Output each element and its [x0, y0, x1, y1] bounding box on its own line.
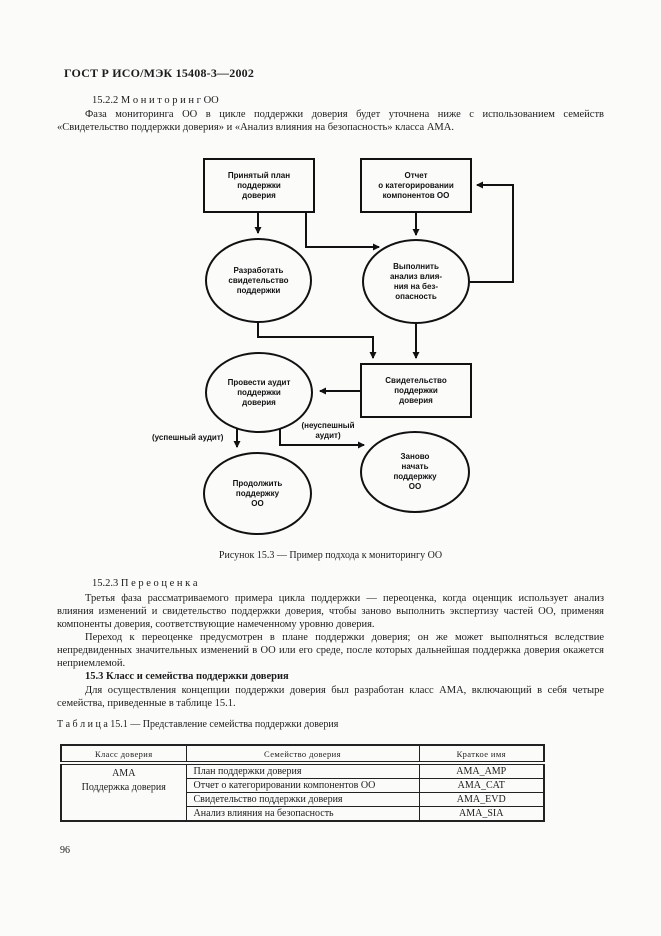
node-categorization-report-box: Отчет о категорировании компонентов ОО — [360, 158, 472, 213]
col-header-class: Класс доверия — [60, 744, 187, 765]
figure-caption: Рисунок 15.3 — Пример подхода к монитори… — [218, 550, 443, 561]
table-15-1: Класс доверия Семейство доверия Краткое … — [60, 744, 545, 822]
cell-short-name: AMA_EVD — [418, 792, 545, 807]
cell-family: План поддержки доверия — [185, 762, 420, 779]
cell-short-name: AMA_AMP — [418, 762, 545, 779]
section-15-3-heading: 15.3 Класс и семейства поддержки доверия — [85, 671, 289, 682]
table-15-1-caption: Т а б л и ц а 15.1 — Представление семей… — [57, 719, 339, 730]
edge-label-successful-audit: (успешный аудит) — [152, 433, 224, 442]
table-row: Свидетельство поддержки доверия AMA_EVD — [61, 792, 545, 807]
arrow-develop-to-evidence — [257, 323, 377, 359]
table-header-row: Класс доверия Семейство доверия Краткое … — [60, 744, 545, 765]
section-15-3-paragraph: Для осуществления концепции поддержки до… — [57, 685, 604, 709]
cell-class: АМА Поддержка доверия — [60, 762, 187, 822]
node-continue-maintenance-ellipse: Продолжить поддержку ОО — [203, 452, 312, 535]
section-15-2-2-heading: 15.2.2 М о н и т о р и н г ОО — [92, 95, 219, 106]
section-15-2-3-paragraph-2: Переход к переоценке предусмотрен в план… — [57, 632, 604, 669]
node-develop-evidence-ellipse: Разработать свидетельство поддержки — [205, 238, 312, 323]
section-15-2-2-paragraph: Фаза мониторинга ОО в цикле поддержки до… — [57, 109, 604, 133]
node-restart-maintenance-ellipse: Заново начать поддержку ОО — [360, 431, 470, 513]
table-row: АМА Поддержка доверия План поддержки дов… — [60, 762, 545, 822]
cell-short-name: AMA_CAT — [418, 778, 545, 793]
col-header-short-name: Краткое имя — [418, 744, 545, 765]
node-audit-ellipse: Провести аудит поддержки доверия — [205, 352, 313, 433]
cell-short-name: AMA_SIA — [418, 806, 545, 822]
cell-family: Анализ влияния на безопасность — [185, 806, 420, 822]
col-header-family: Семейство доверия — [185, 744, 420, 765]
arrow-analysis-to-report — [470, 181, 514, 283]
node-accepted-plan-box: Принятый план поддержки доверия — [203, 158, 315, 213]
arrow-plan-to-analysis — [305, 213, 380, 251]
cell-family: Отчет о категорировании компонентов ОО — [185, 778, 420, 793]
node-maintenance-evidence-box: Свидетельство поддержки доверия — [360, 363, 472, 418]
section-15-2-3-paragraph-1: Третья фаза рассматриваемого примера цик… — [57, 593, 604, 630]
page-number: 96 — [60, 845, 70, 856]
cell-family: Свидетельство поддержки доверия — [185, 792, 420, 807]
node-impact-analysis-ellipse: Выполнить анализ влия- ния на без- опасн… — [362, 239, 470, 324]
section-15-2-3-heading: 15.2.3 П е р е о ц е н к а — [92, 578, 198, 589]
edge-label-unsuccessful-audit: (неуспешный аудит) — [301, 421, 355, 440]
doc-header: ГОСТ Р ИСО/МЭК 15408-3—2002 — [64, 66, 255, 80]
table-row: Анализ влияния на безопасность AMA_SIA — [61, 806, 545, 822]
